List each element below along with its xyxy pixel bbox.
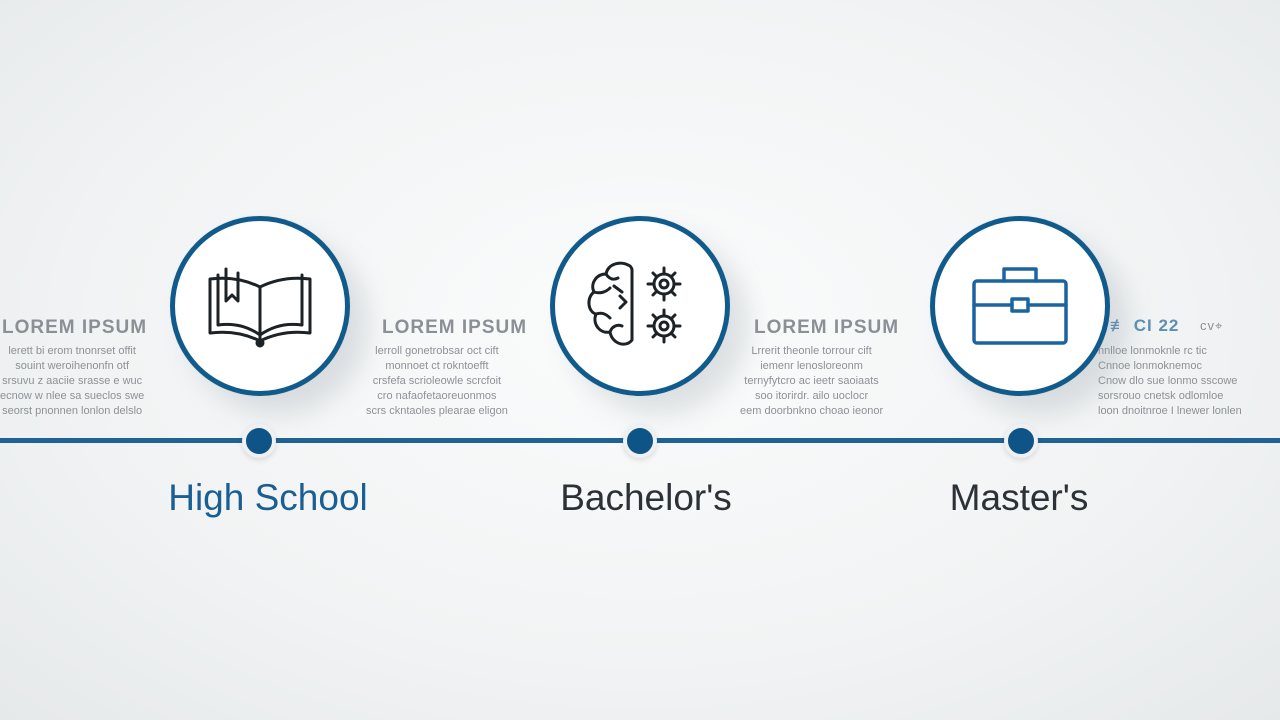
stage-card-title: LOREM IPSUM [754,317,900,338]
open-book-icon [208,267,312,348]
timeline-dot-bachelors [623,424,657,458]
brain-gears-icon [587,261,682,346]
masters-icon-circle [930,216,1110,396]
timeline-dot-high-school [242,424,276,458]
partial-card-title-right: cv⌖ [1200,318,1224,333]
stage-card-title: LOREM IPSUM [382,317,528,338]
bachelors-icon-circle [550,216,730,396]
stage-label-high-school: High School [168,477,368,518]
briefcase-icon [972,267,1068,345]
stage-card-body: lerett bi erom tnonrset offit souint wer… [0,345,145,417]
timeline-dot-masters [1004,424,1038,458]
stage-label-bachelors: Bachelor's [560,477,732,518]
stage-label-masters: Master's [949,477,1089,518]
partial-card-body: nnlloe lonmoknle rc tic Cnnoe lonmoknemo… [1098,345,1242,417]
partial-card-title: ≢ CI 22 [1110,316,1180,335]
stage-card-body: lerroll gonetrobsar oct cift monnoet ct … [366,345,508,417]
high-school-icon-circle [170,216,350,396]
stage-card-title: LOREM IPSUM [2,317,148,338]
stage-card-body: Lrrerit theonle torrour cift iemenr leno… [740,345,884,417]
